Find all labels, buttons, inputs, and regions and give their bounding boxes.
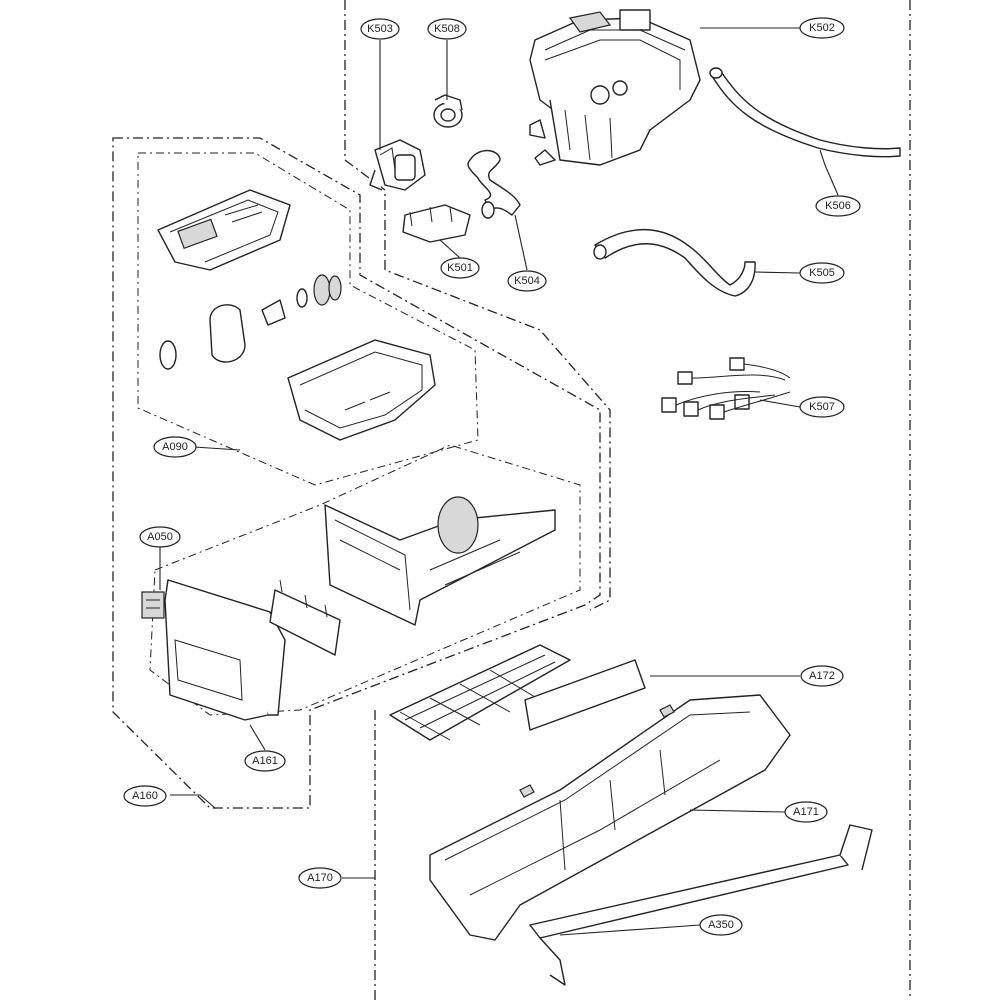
callout-a161: A161 [244,750,286,772]
callout-label-a161: A161 [252,755,278,767]
part-a090-siphon [159,274,342,370]
callout-k506: K506 [815,195,861,217]
outer-boundary [344,0,911,1000]
callout-a170: A170 [298,867,342,889]
callout-label-k506: K506 [825,200,851,212]
callout-label-a350: A350 [708,919,734,931]
callout-label-a170: A170 [307,872,333,884]
callout-k508: K508 [427,18,467,40]
part-a161-drawer [324,496,556,626]
group-a161-boundary [149,444,581,716]
callout-label-k503: K503 [367,23,393,35]
part-a170-housing [429,694,791,941]
group-a160-boundary [112,137,601,809]
part-a350-rail [529,824,873,986]
part-a050-display [141,591,165,619]
callout-label-a160: A160 [132,790,158,802]
callout-label-k505: K505 [809,267,835,279]
callout-k504: K504 [507,270,547,292]
part-a090-cup-cover [157,189,291,271]
callout-label-k504: K504 [514,275,540,287]
group-a090-boundary [137,152,479,486]
callout-a050: A050 [139,526,181,548]
callout-a090: A090 [153,436,197,458]
callout-label-a050: A050 [147,531,173,543]
callout-k505: K505 [799,262,845,284]
part-k505-hose [593,228,756,297]
callout-a160: A160 [123,785,167,807]
part-a090-tray [287,339,436,441]
part-k504-hose [467,149,521,219]
callout-k502: K502 [799,17,845,39]
part-k506-hose [709,67,901,158]
callout-label-a171: A171 [793,806,819,818]
callout-a172: A172 [800,665,844,687]
part-k508-clamp [433,94,463,128]
part-k507-wiring [661,357,791,420]
callout-label-a172: A172 [809,670,835,682]
part-a161-front-panel [164,579,286,721]
callout-label-a090: A090 [162,441,188,453]
part-a161-clip [269,579,341,656]
callout-a350: A350 [699,914,743,936]
callout-k503: K503 [360,18,400,40]
part-k501-bracket [402,204,471,243]
part-a172-grate [389,644,646,741]
part-k502-valve-block [529,9,701,166]
leader-lines [159,27,839,936]
callout-k507: K507 [799,396,845,418]
callout-k501: K501 [440,257,480,279]
callout-label-k508: K508 [434,23,460,35]
callout-a171: A171 [784,801,828,823]
part-k503-solenoid [369,139,426,191]
callout-label-k507: K507 [809,401,835,413]
callout-label-k502: K502 [809,22,835,34]
callout-label-k501: K501 [447,262,473,274]
